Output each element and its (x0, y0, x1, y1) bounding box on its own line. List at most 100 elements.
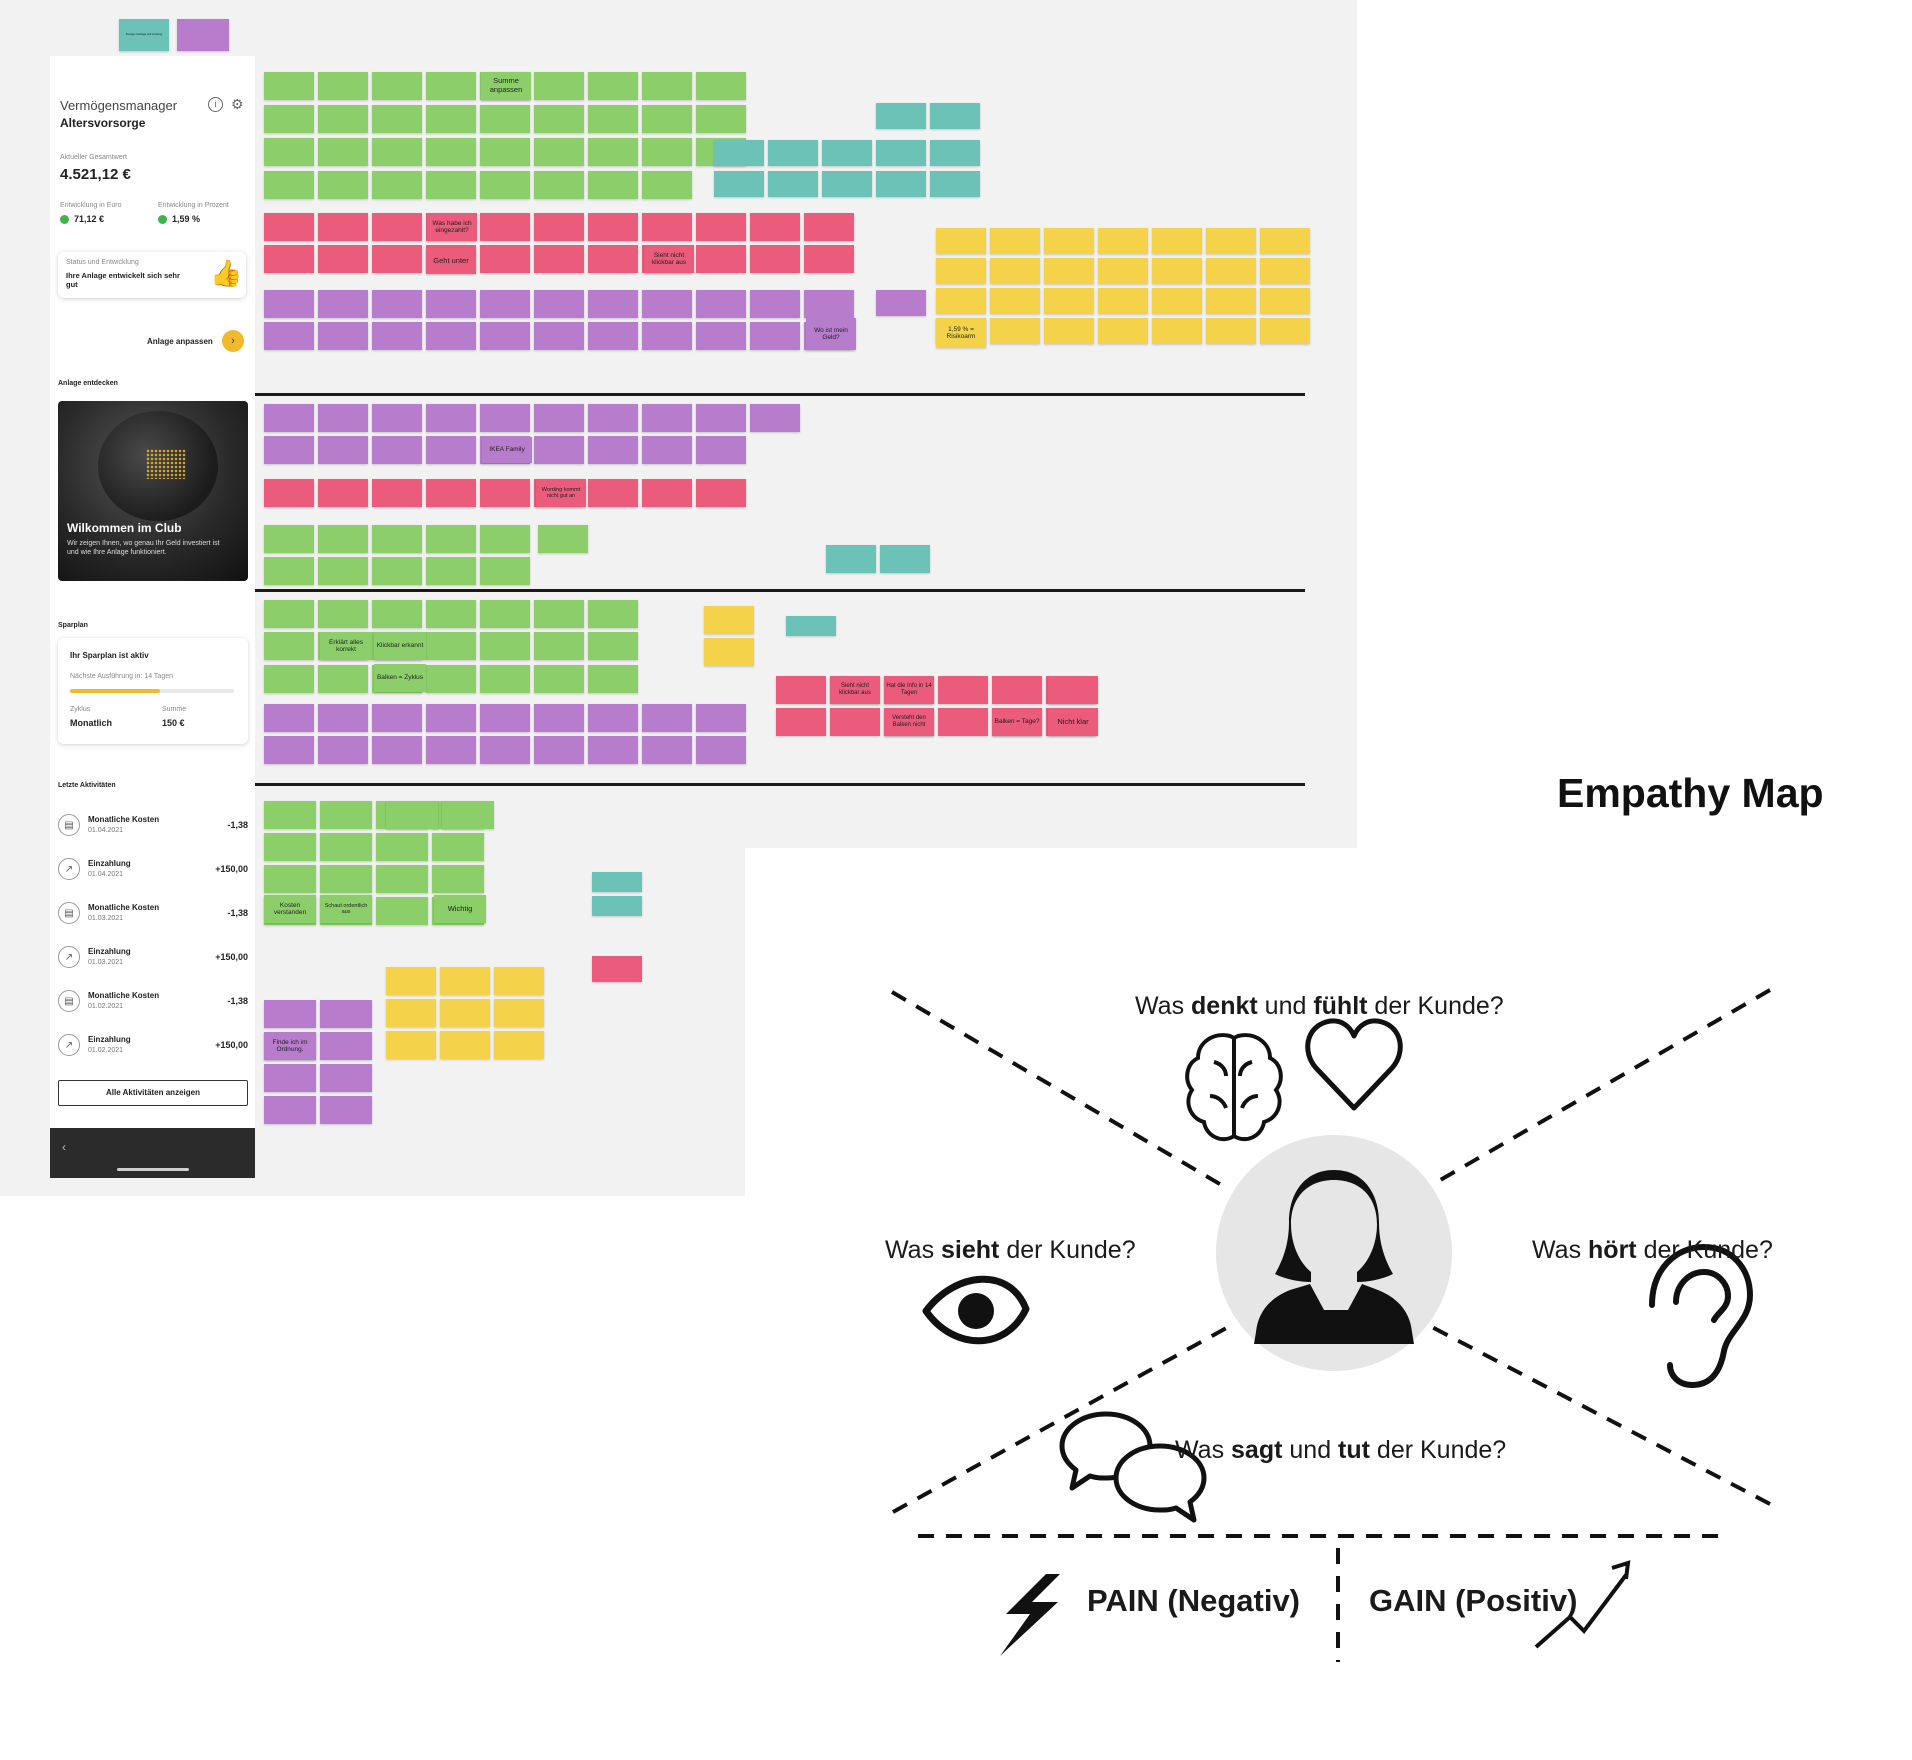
sticky-note[interactable]: Wo ist mein Geld? (806, 318, 856, 350)
sticky-note[interactable]: Finde ich im Ordnung. (264, 1032, 316, 1060)
sticky-note[interactable] (826, 545, 876, 573)
sticky-note[interactable] (318, 600, 368, 628)
sticky-note[interactable] (588, 404, 638, 432)
sticky-note[interactable] (696, 72, 746, 100)
sticky-note[interactable] (696, 704, 746, 732)
sticky-note[interactable] (376, 865, 428, 893)
sticky-note[interactable] (432, 833, 484, 861)
sticky-note[interactable] (714, 171, 764, 197)
sticky-note[interactable] (264, 72, 314, 100)
sticky-note[interactable] (750, 213, 800, 241)
sticky-note[interactable] (426, 736, 476, 764)
sticky-note[interactable]: Balken = Zyklus (374, 664, 426, 692)
club-card[interactable]: Wilkommen im Club Wir zeigen Ihnen, wo g… (58, 401, 248, 581)
sticky-note[interactable] (320, 1096, 372, 1124)
sticky-note[interactable] (786, 616, 836, 636)
sticky-note[interactable] (938, 708, 988, 736)
sticky-note[interactable] (880, 545, 930, 573)
sticky-note[interactable] (588, 213, 638, 241)
sticky-note[interactable] (264, 704, 314, 732)
sticky-note[interactable] (320, 1064, 372, 1092)
sticky-note[interactable]: Hat die Info in 14 Tagen (884, 676, 934, 704)
sticky-note[interactable] (1048, 676, 1098, 704)
sticky-note[interactable] (386, 801, 438, 829)
sticky-note[interactable] (876, 140, 926, 166)
sticky-note[interactable] (534, 322, 584, 350)
sticky-note[interactable] (320, 865, 372, 893)
sticky-note[interactable] (372, 171, 422, 199)
all-activities-button[interactable]: Alle Aktivitäten anzeigen (58, 1080, 248, 1106)
sticky-note[interactable] (320, 1032, 372, 1060)
sticky-note[interactable]: Summe anpassen (481, 72, 531, 100)
sticky-note[interactable] (480, 404, 530, 432)
sticky-note[interactable] (642, 736, 692, 764)
sticky-note[interactable] (264, 213, 314, 241)
sticky-note[interactable] (588, 632, 638, 660)
sticky-note[interactable] (534, 704, 584, 732)
sticky-note[interactable]: Wichtig (434, 895, 486, 923)
sticky-note[interactable] (1098, 318, 1148, 344)
sticky-note[interactable] (480, 245, 530, 273)
sticky-note[interactable]: Sieht nicht klickbar aus (830, 676, 880, 704)
sticky-note[interactable] (386, 967, 436, 995)
sticky-note[interactable] (1152, 228, 1202, 254)
sticky-note[interactable] (480, 736, 530, 764)
sticky-note[interactable] (264, 833, 316, 861)
sticky-note[interactable] (372, 436, 422, 464)
sticky-note[interactable] (588, 322, 638, 350)
sticky-note[interactable] (386, 1031, 436, 1059)
sticky-note[interactable] (320, 1000, 372, 1028)
sticky-note[interactable] (318, 138, 368, 166)
sticky-note[interactable] (588, 479, 638, 507)
sticky-note[interactable] (642, 479, 692, 507)
sticky-note[interactable] (592, 896, 642, 916)
sticky-note[interactable] (642, 290, 692, 318)
sticky-note[interactable] (264, 245, 314, 273)
sticky-note[interactable] (264, 479, 314, 507)
sticky-note[interactable] (480, 632, 530, 660)
sticky-note[interactable] (480, 105, 530, 133)
sticky-note[interactable] (696, 105, 746, 133)
sticky-note[interactable] (426, 72, 476, 100)
sticky-note[interactable] (534, 665, 584, 693)
sticky-note[interactable] (936, 258, 986, 284)
sticky-note[interactable] (990, 318, 1040, 344)
sticky-note[interactable] (320, 801, 372, 829)
sticky-note[interactable] (318, 72, 368, 100)
sticky-note[interactable] (930, 171, 980, 197)
sticky-note[interactable] (588, 436, 638, 464)
sticky-note[interactable] (642, 72, 692, 100)
sticky-note[interactable] (480, 704, 530, 732)
sticky-note[interactable] (534, 290, 584, 318)
sticky-note[interactable] (696, 479, 746, 507)
sticky-note[interactable] (990, 288, 1040, 314)
sticky-note[interactable] (930, 103, 980, 129)
home-indicator[interactable] (117, 1168, 189, 1171)
sticky-note[interactable] (264, 600, 314, 628)
sticky-note[interactable] (264, 525, 314, 553)
sticky-note[interactable] (588, 171, 638, 199)
sticky-note[interactable] (696, 404, 746, 432)
sticky-note[interactable] (264, 801, 316, 829)
sticky-note[interactable] (318, 557, 368, 585)
sticky-note[interactable] (320, 833, 372, 861)
sticky-note[interactable] (588, 138, 638, 166)
sticky-note[interactable] (264, 865, 316, 893)
sticky-note[interactable] (372, 704, 422, 732)
sticky-note[interactable] (534, 213, 584, 241)
sticky-note[interactable] (426, 322, 476, 350)
sticky-note[interactable] (1044, 228, 1094, 254)
sticky-note[interactable] (696, 213, 746, 241)
sticky-note[interactable] (822, 140, 872, 166)
sticky-note[interactable] (534, 736, 584, 764)
sticky-note[interactable] (768, 171, 818, 197)
sticky-note[interactable] (642, 322, 692, 350)
sticky-note[interactable] (876, 103, 926, 129)
sticky-note[interactable] (534, 105, 584, 133)
sticky-note[interactable] (1152, 288, 1202, 314)
sticky-note[interactable] (318, 105, 368, 133)
sticky-note[interactable] (318, 171, 368, 199)
sticky-note[interactable] (588, 245, 638, 273)
sticky-note[interactable] (372, 557, 422, 585)
sticky-note[interactable] (426, 105, 476, 133)
